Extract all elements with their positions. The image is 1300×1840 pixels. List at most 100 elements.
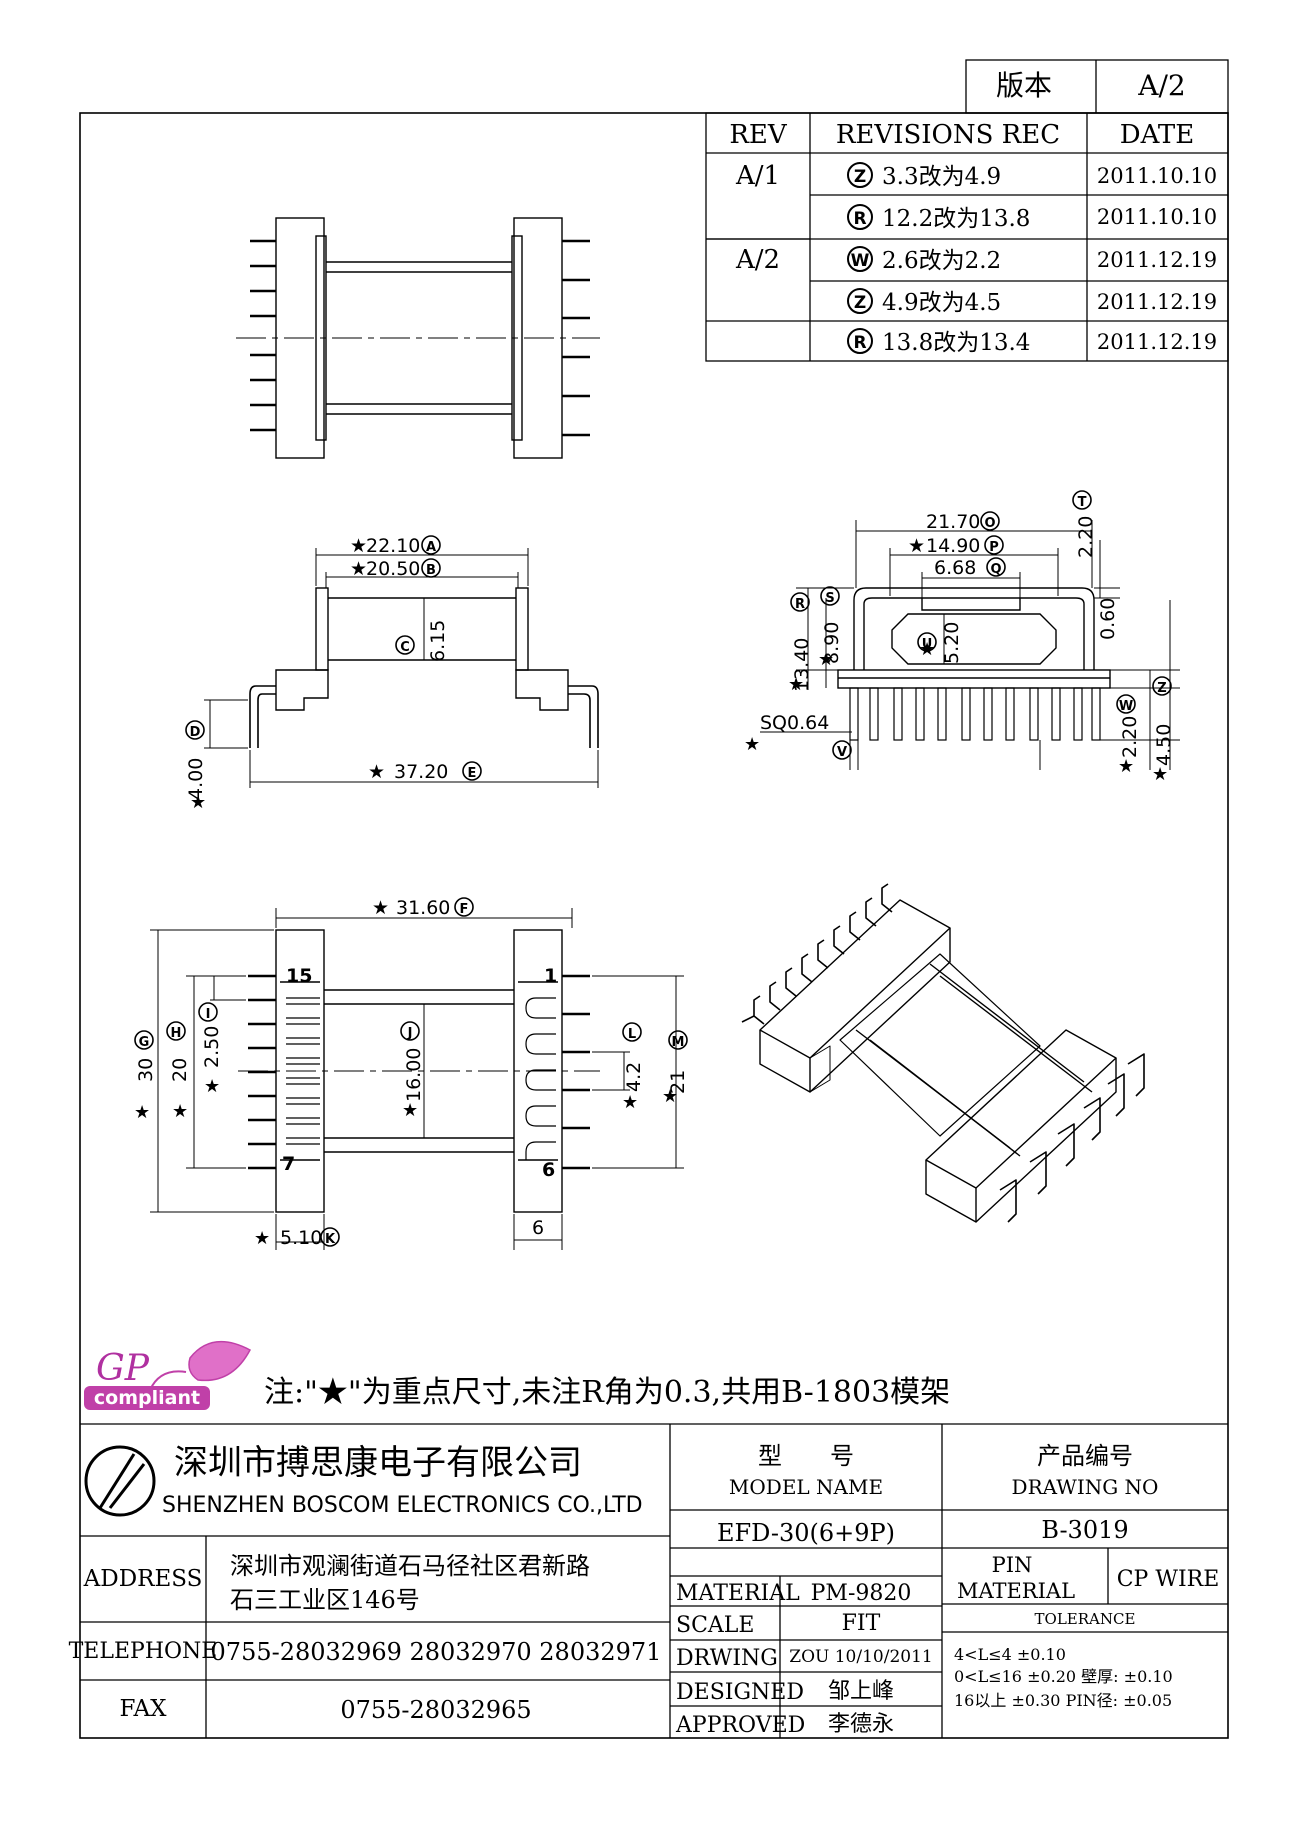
revision-date: 2011.10.10 (1097, 164, 1217, 188)
rev-a2: A/2 (735, 245, 780, 275)
dim-i-value: 2.50 (201, 1026, 223, 1068)
revision-mark: Z (854, 167, 866, 187)
revision-mark: R (853, 333, 866, 353)
dim-t-id: T (1078, 495, 1087, 510)
revision-mark: Z (854, 293, 866, 313)
tolerance-line-1: 4<L≤4 ±0.10 (954, 1645, 1066, 1664)
top-view (236, 217, 600, 459)
star-mark: ★ (1118, 756, 1134, 777)
star-mark: ★ (372, 897, 389, 919)
revision-date: 2011.12.19 (1097, 248, 1217, 272)
star-mark: ★ (622, 1092, 638, 1113)
star-mark: ★ (662, 1086, 678, 1107)
side-view: 22.10 ★ A ★ 20.50 B C 6.15 D 4.00 ★ ★ 37… (185, 535, 599, 813)
company-name-cn: 深圳市搏思康电子有限公司 (174, 1443, 582, 1483)
dim-k-value: 5.10 (280, 1227, 322, 1249)
dim-d-value: 4.00 (185, 758, 207, 800)
dim-z-id: Z (1157, 681, 1166, 696)
version-label: 版本 (996, 69, 1052, 102)
revision-row: Z 4.9改为4.5 2011.12.19 (847, 288, 1217, 316)
approved-value: 李德永 (828, 1712, 894, 1737)
company-logo-icon (84, 1445, 156, 1517)
dim-p-id: P (989, 540, 999, 555)
star-mark: ★ (350, 535, 367, 557)
revision-mark: W (851, 251, 870, 271)
pin-label-6: 6 (542, 1159, 555, 1181)
star-mark: ★ (190, 792, 206, 813)
revision-text: 4.9改为4.5 (882, 290, 1001, 316)
date-header: DATE (1120, 120, 1195, 150)
revision-text: 12.2改为13.8 (882, 206, 1030, 232)
pin-label-7: 7 (282, 1153, 295, 1175)
leaf-icon (188, 1340, 252, 1382)
revision-row: W 2.6改为2.2 2011.12.19 (847, 246, 1217, 274)
drwing-value: ZOU 10/10/2011 (789, 1647, 932, 1667)
dim-s-value: 8.90 (821, 622, 843, 664)
material-value: PM-9820 (811, 1581, 912, 1606)
approved-label: APPROVED (675, 1713, 805, 1738)
dim-a-value: 22.10 (366, 535, 420, 557)
bottom-view: 15 7 1 6 ★ 31.60 F G 30 ★ H 20 ★ I 2.50 … (134, 897, 689, 1250)
compliant-badge (84, 1386, 210, 1410)
dim-g-id: G (139, 1035, 150, 1050)
tolerance-line-3: 16以上 ±0.30 PIN径: ±0.05 (954, 1691, 1172, 1710)
dim-j-id: J (407, 1026, 413, 1041)
dim-w-value: 2.20 (1119, 716, 1141, 758)
dim-l-value: 4.2 (623, 1062, 645, 1092)
dim-v-id: V (837, 745, 847, 760)
dim-a-id: A (426, 540, 436, 555)
revision-row: R 12.2改为13.8 2011.10.10 (847, 204, 1217, 232)
isometric-view (741, 883, 1145, 1223)
gp-text: GP (96, 1348, 150, 1389)
revisions-table: REV REVISIONS REC DATE A/1 A/2 Z 3.3改为4.… (705, 112, 1229, 362)
designed-value: 邹上峰 (828, 1679, 894, 1704)
revision-text: 3.3改为4.9 (882, 164, 1001, 190)
drawing-label-cn: 产品编号 (1037, 1442, 1133, 1470)
dim-j-value: 16.00 (403, 1048, 425, 1102)
dim-x-value: 0.60 (1097, 598, 1119, 640)
scale-value: FIT (842, 1611, 881, 1636)
title-block: 深圳市搏思康电子有限公司 SHENZHEN BOSCOM ELECTRONICS… (69, 1423, 1228, 1738)
dim-k-id: K (325, 1232, 336, 1247)
dim-e-value: 37.20 (394, 761, 448, 783)
end-view: 21.70 O 2.20 T ★ 14.90 P 6.68 Q 0.60 R 1… (744, 490, 1180, 785)
fax-value: 0755-28032965 (340, 1696, 531, 1724)
dim-w-id: W (1119, 699, 1133, 714)
designed-label: DESIGNED (676, 1680, 804, 1705)
model-value: EFD-30(6+9P) (717, 1519, 895, 1547)
tolerance-label: TOLERANCE (1035, 1610, 1136, 1628)
address-line2: 石三工业区146号 (230, 1586, 420, 1614)
dim-r-value: 13.40 (791, 638, 813, 692)
dim-q-value: 6.68 (934, 557, 976, 579)
compliant-text: compliant (94, 1387, 200, 1409)
dim-l-id: L (628, 1027, 636, 1042)
dim-c-id: C (400, 640, 410, 655)
dim-p-value: 14.90 (926, 535, 980, 557)
pin-material-label-2: MATERIAL (957, 1579, 1075, 1603)
model-label-cn: 型 号 (758, 1442, 854, 1470)
revision-date: 2011.12.19 (1097, 290, 1217, 314)
address-label: ADDRESS (83, 1566, 203, 1592)
dim-c-value: 6.15 (427, 620, 449, 662)
version-box: 版本 A/2 (965, 59, 1229, 114)
telephone-value: 0755-28032969 28032970 28032971 (211, 1638, 662, 1666)
revision-date: 2011.10.10 (1097, 205, 1217, 229)
dim-f-value: 31.60 (396, 897, 450, 919)
star-mark: ★ (172, 1101, 188, 1122)
dim-d-id: D (190, 725, 201, 740)
dim-o-id: O (984, 516, 995, 531)
sheet-border (79, 112, 1229, 1739)
revision-text: 13.8改为13.4 (882, 330, 1030, 356)
dim-q-id: Q (990, 562, 1001, 577)
pin-label-1: 1 (544, 965, 557, 987)
star-mark: ★ (402, 1100, 418, 1121)
revision-text: 2.6改为2.2 (882, 248, 1001, 274)
dim-sq-value: SQ0.64 (760, 712, 829, 734)
drwing-label: DRWING (676, 1646, 778, 1671)
dim-width-6-value: 6 (532, 1217, 544, 1239)
star-mark: ★ (368, 761, 385, 783)
star-mark: ★ (908, 535, 925, 557)
dim-o-value: 21.70 (926, 511, 980, 533)
dim-b-value: 20.50 (366, 558, 420, 580)
material-label: MATERIAL (676, 1581, 800, 1606)
